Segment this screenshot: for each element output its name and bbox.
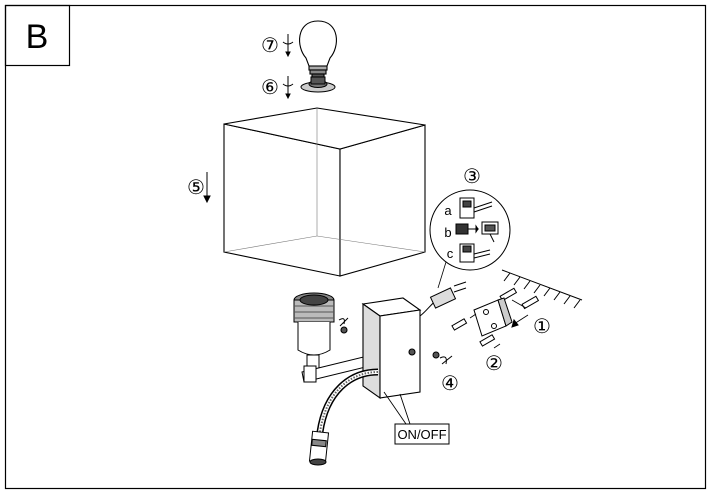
light-bulb (299, 20, 337, 78)
detail-c-connector (459, 243, 491, 263)
reading-lamp-head (308, 430, 330, 466)
step1-arrow (511, 314, 529, 328)
wall-hatching (501, 269, 583, 309)
screw-symbol-left (338, 317, 349, 327)
lamp-shade (223, 107, 426, 277)
step-labels: ① ② ③ ④ ⑤ ⑥ ⑦ (187, 35, 551, 395)
detail-a-connector (459, 197, 493, 219)
step-1-label: ① (533, 316, 551, 338)
switch-label: ON/OFF (397, 427, 446, 442)
panel-label-box (4, 4, 71, 67)
lamp-socket (293, 292, 335, 370)
step2-arrows (469, 313, 501, 349)
shade-ring (300, 76, 336, 93)
switch-label-box (394, 423, 450, 445)
step7-rotate-arrow (282, 34, 294, 58)
box-screw (432, 351, 453, 365)
flexible-reading-arm (316, 368, 379, 433)
sub-step-a-label: a (444, 203, 452, 218)
step-6-label: ⑥ (261, 77, 279, 99)
sub-step-b-label: b (444, 225, 451, 240)
detail-b-connector (455, 221, 499, 243)
step-5-label: ⑤ (187, 177, 205, 199)
step5-arrow (203, 172, 211, 204)
step-7-label: ⑦ (261, 35, 279, 57)
wire-connector (419, 281, 467, 317)
panel-label: B (26, 18, 49, 56)
wiring-detail-callout (429, 189, 511, 289)
step6-rotate-arrow (282, 76, 294, 100)
outer-frame (4, 4, 707, 490)
sub-step-c-label: c (447, 246, 454, 261)
step-3-label: ③ (463, 166, 481, 188)
wall-mount-box (340, 297, 422, 400)
step-2-label: ② (485, 353, 503, 375)
mounting-bracket (473, 297, 513, 337)
step-4-label: ④ (441, 373, 459, 395)
sub-step-labels: a b c (444, 203, 453, 261)
bracket-screws (451, 318, 496, 347)
switch-leader-lines (383, 391, 411, 425)
